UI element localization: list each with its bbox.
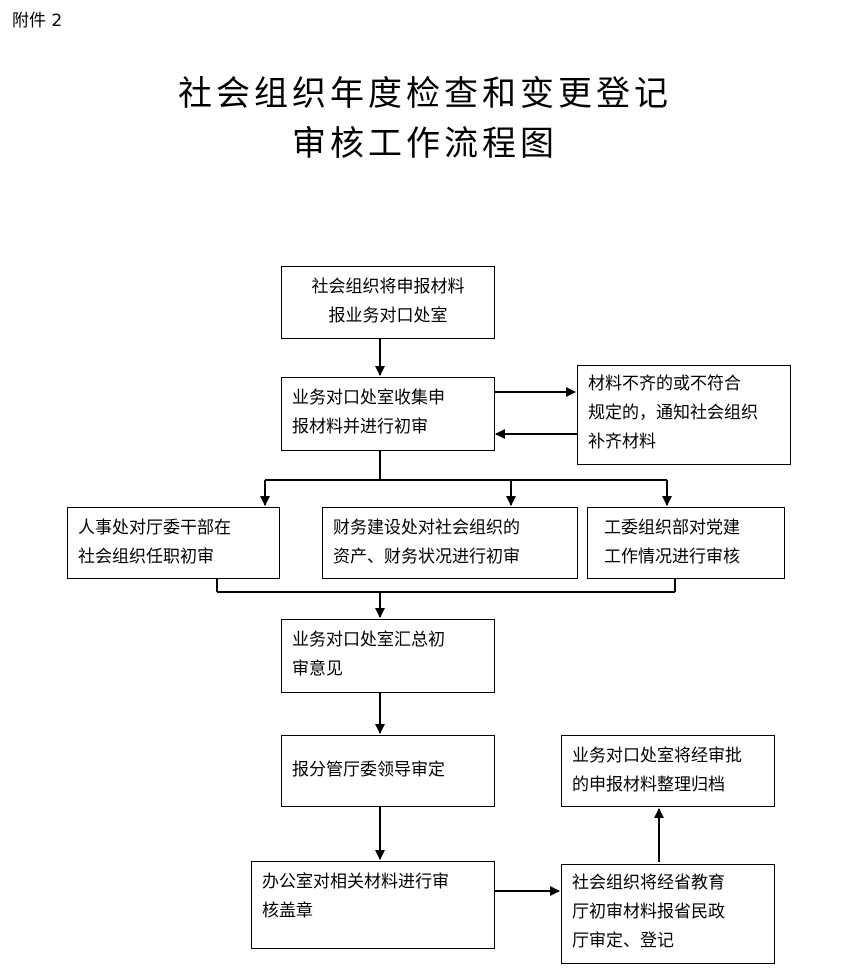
step-party-review: 工委组织部对党建 工作情况进行审核 <box>587 507 785 579</box>
step-archive-materials: 业务对口处室将经审批 的申报材料整理归档 <box>561 735 775 807</box>
step-submit-materials: 社会组织将申报材料 报业务对口处室 <box>281 266 495 339</box>
step-summary-opinion: 业务对口处室汇总初 审意见 <box>281 619 495 693</box>
step-leader-approval: 报分管厅委领导审定 <box>281 735 495 807</box>
page-title-line-1: 社会组织年度检查和变更登记 <box>178 74 672 114</box>
step-collect-initial-review: 业务对口处室收集申 报材料并进行初审 <box>281 377 495 451</box>
step-ministry-registration: 社会组织将经省教育 厅初审材料报省民政 厅审定、登记 <box>561 864 775 964</box>
page-title-line-2: 审核工作流程图 <box>292 124 558 164</box>
step-supplement-materials: 材料不齐的或不符合 规定的，通知社会组织 补齐材料 <box>577 365 791 465</box>
step-personnel-review: 人事处对厅委干部在 社会组织任职初审 <box>67 507 280 579</box>
step-finance-review: 财务建设处对社会组织的 资产、财务状况进行初审 <box>322 507 578 579</box>
step-office-seal: 办公室对相关材料进行审 核盖章 <box>251 861 495 949</box>
attachment-label: 附件 2 <box>12 11 63 31</box>
